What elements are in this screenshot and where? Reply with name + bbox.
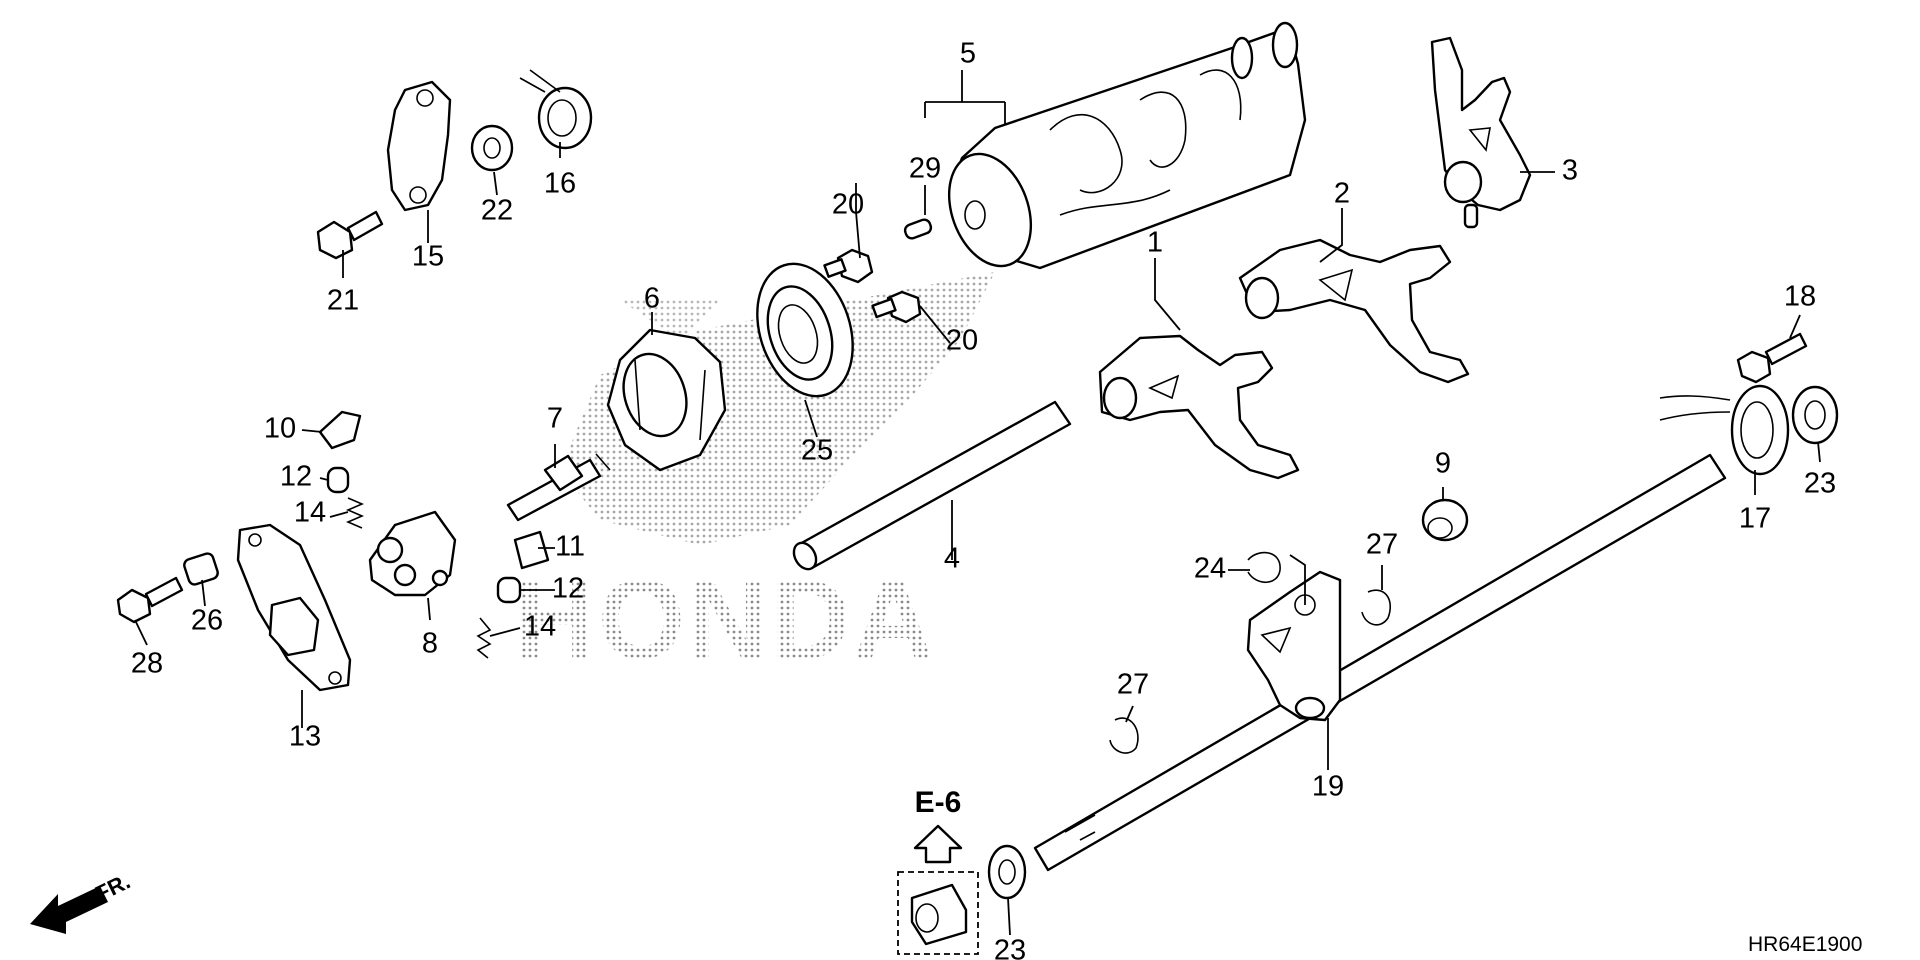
callout-23a: 23 [1804,468,1836,500]
fork-shaft-4 [792,400,1072,571]
callout-11: 11 [555,531,585,563]
callout-29: 29 [909,153,941,185]
leader-lines [134,70,1821,936]
bolt-20b [871,290,922,324]
callout-7: 7 [547,403,563,435]
callout-2: 2 [1334,178,1350,210]
callout-3: 3 [1562,155,1578,187]
plate-13 [236,523,352,692]
shift-fork-2 [1238,238,1470,384]
stopper-arm-8 [368,510,457,597]
circlip-27a [1361,589,1392,626]
pin-12a [326,466,350,494]
callout-4: 4 [944,543,960,575]
reference-label: E-6 [915,786,962,819]
watermark-text: HONDA [515,557,936,682]
shift-fork-1 [1098,334,1300,480]
callout-15: 15 [412,241,444,273]
drum-center-6 [606,328,727,472]
callout-6: 6 [644,283,660,315]
washer-23b [987,844,1027,900]
shift-drum [947,21,1307,270]
callout-27a: 27 [1366,529,1398,561]
pin-12b [496,576,522,604]
bolt-28 [116,576,184,624]
callout-20a: 20 [832,189,864,221]
callout-26: 26 [191,605,223,637]
callout-12b: 12 [552,573,584,605]
shift-fork-3 [1430,36,1532,229]
spring-14b [476,617,492,659]
honda-watermark: HONDA [515,272,995,682]
stopper-10 [318,410,362,450]
callout-18: 18 [1784,281,1816,313]
callout-numbers: 1 2 3 4 5 6 7 8 9 10 11 12 12 13 14 14 1… [131,38,1836,960]
front-arrow-icon [30,886,108,934]
reference-e6[interactable]: E-6 [897,786,979,955]
bearing-reference [910,883,968,946]
callout-22: 22 [481,195,513,227]
circlip-27b [1109,717,1139,754]
collar-26 [183,552,219,586]
collar-9 [1421,498,1469,542]
callout-28: 28 [131,648,163,680]
callout-23b: 23 [994,935,1026,960]
callout-20b: 20 [946,325,978,357]
bolt-18 [1736,332,1808,384]
callout-24: 24 [1194,553,1226,585]
reference-box [897,871,979,955]
plate-15 [386,80,452,212]
front-direction: FR. [30,868,134,934]
stopper-11 [513,530,550,570]
callout-16: 16 [544,168,576,200]
washer-23a [1791,385,1839,445]
up-arrow-icon [913,824,963,864]
callout-9: 9 [1435,448,1451,480]
callout-17: 17 [1739,503,1771,535]
pin-29 [903,218,933,240]
bearing-25 [756,262,854,398]
return-spring-17 [1659,384,1790,476]
bolt-21 [316,210,384,260]
washer-22 [470,124,514,172]
callout-13: 13 [289,721,321,753]
callout-25: 25 [801,435,833,467]
callout-27b: 27 [1117,669,1149,701]
callout-10: 10 [264,413,296,445]
callout-19: 19 [1312,771,1344,803]
spring-16 [519,69,593,150]
bolt-20a [823,248,874,284]
spring-14a [345,497,365,529]
clip-24 [1247,551,1281,584]
gearshift-spindle-19 [1033,453,1727,872]
callout-14b: 14 [524,611,556,643]
callout-1: 1 [1147,227,1163,259]
drawing-code: HR64E1900 [1748,933,1862,956]
callout-14a: 14 [294,497,326,529]
callout-8: 8 [422,628,438,660]
callout-21: 21 [327,285,359,317]
callout-12a: 12 [280,461,312,493]
callout-5: 5 [960,38,976,70]
